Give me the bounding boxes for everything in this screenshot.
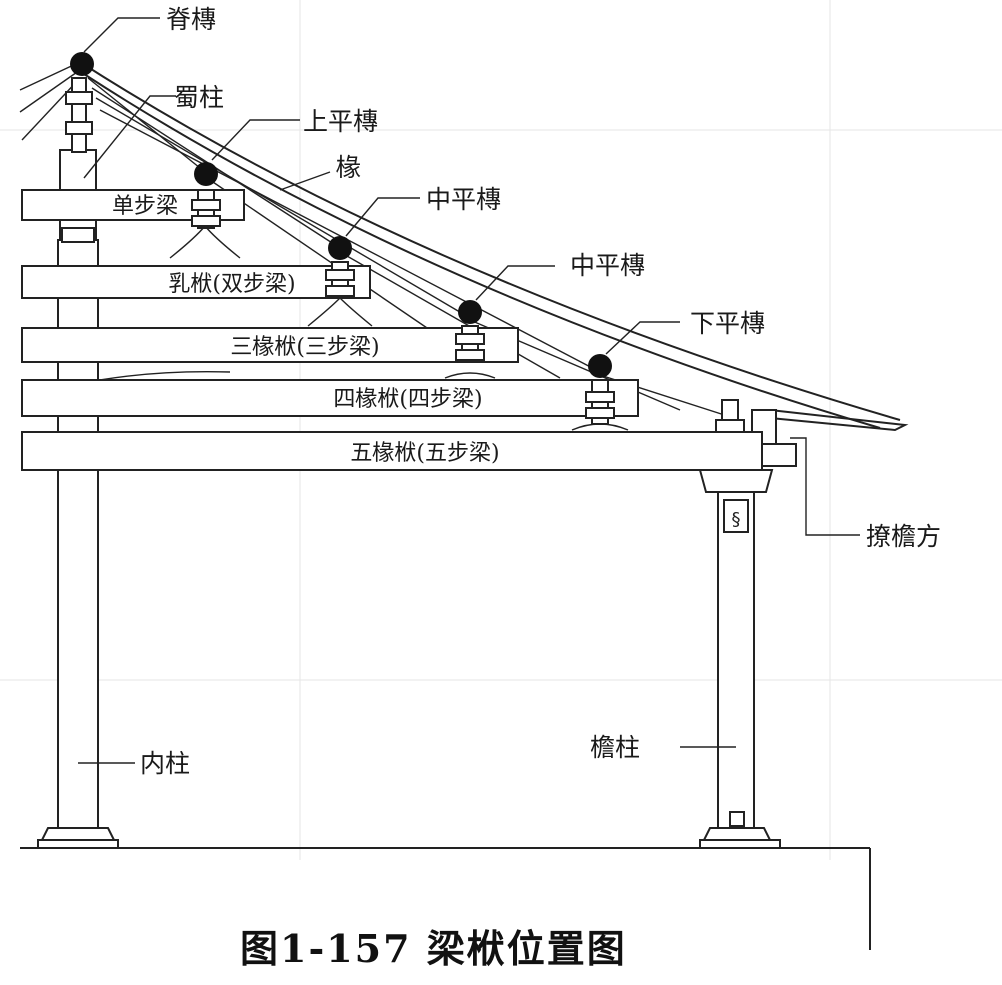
- label-eave-tie-beam: 撩檐方: [866, 522, 941, 551]
- ridge-purlin: [70, 52, 94, 76]
- bracket-lower: [571, 379, 629, 431]
- label-upper-purlin: 上平槫: [303, 107, 378, 136]
- label-lower-purlin: 下平槫: [690, 309, 765, 338]
- inner-column: [37, 149, 119, 849]
- bracket-middle-2: [444, 325, 496, 379]
- beam-five-step-label: 五椽栿(五步梁): [350, 441, 499, 466]
- beam-double-step-label: 乳栿(双步梁): [168, 272, 295, 297]
- middle-purlin-2: [458, 300, 482, 324]
- beam-quad-step-label: 四椽栿(四步梁): [333, 387, 482, 412]
- beam-single-step-label: 单步梁: [112, 194, 178, 219]
- figure-caption: 图1-157 梁栿位置图: [240, 926, 627, 971]
- lower-purlin: [588, 354, 612, 378]
- background-grid: [0, 0, 1002, 860]
- label-rafter: 椽: [336, 153, 361, 182]
- beam-triple-step: 三椽栿(三步梁): [21, 327, 519, 363]
- label-eave-column: 檐柱: [590, 733, 640, 762]
- king-post: [65, 77, 93, 153]
- middle-purlin-1: [328, 236, 352, 260]
- leader-lines: [78, 17, 860, 764]
- rafter-lines: [19, 61, 909, 432]
- beam-double-step: 乳栿(双步梁): [21, 265, 371, 299]
- label-ridge-purlin: 脊槫: [166, 5, 216, 34]
- label-king-post: 蜀柱: [174, 83, 224, 112]
- beam-five-step: 五椽栿(五步梁): [21, 431, 763, 471]
- svg-text:§: §: [732, 509, 741, 530]
- beam-triple-step-label: 三椽栿(三步梁): [230, 335, 379, 360]
- bracket-upper: [169, 189, 241, 259]
- bracket-middle-1: [307, 261, 373, 327]
- label-middle-purlin-1: 中平槫: [426, 185, 501, 214]
- upper-purlin: [194, 162, 218, 186]
- label-inner-column: 内柱: [140, 749, 190, 778]
- eave-column: §: [698, 469, 781, 849]
- label-middle-purlin-2: 中平槫: [570, 251, 645, 280]
- beam-quad-step: 四椽栿(四步梁): [21, 370, 639, 417]
